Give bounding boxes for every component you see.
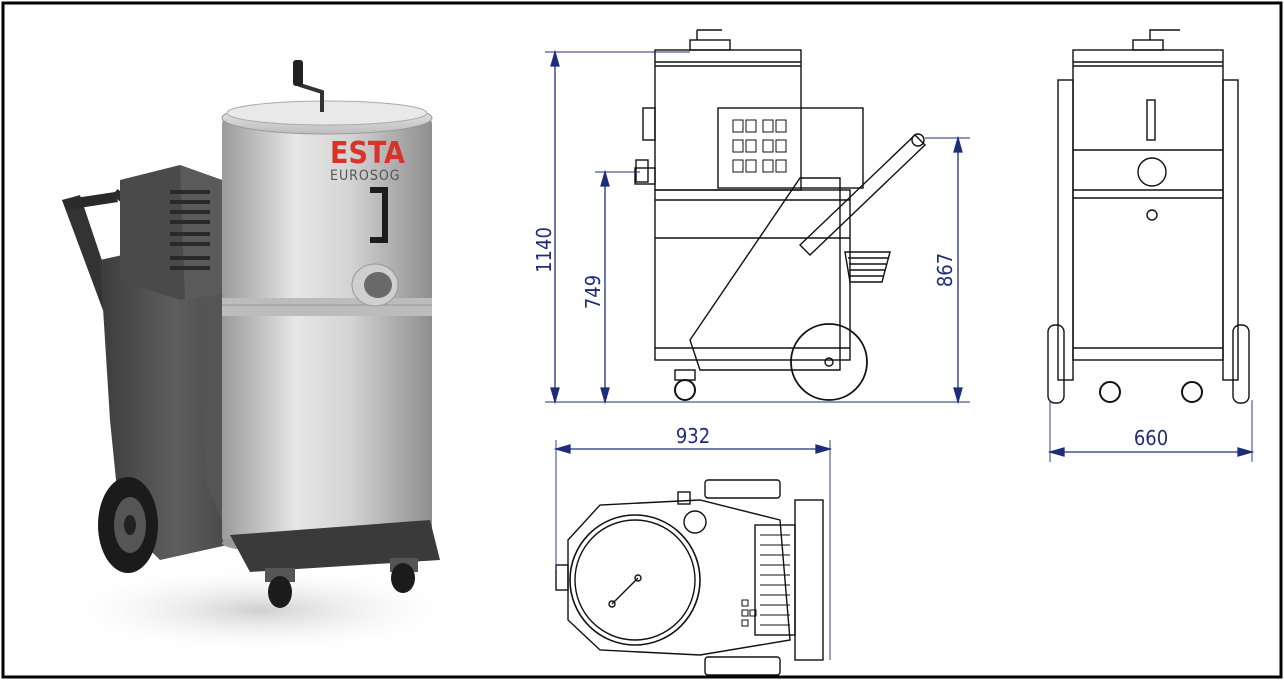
brand-logo: ESTA — [330, 136, 405, 171]
dimension-inlet-height: 749 — [581, 275, 605, 309]
side-view-drawing — [634, 29, 927, 401]
wheel-icon — [98, 477, 158, 573]
product-photo: ESTA EUROSOG — [50, 60, 470, 655]
dimension-width: 660 — [1134, 426, 1168, 450]
top-view-drawing — [555, 479, 824, 676]
caster-icon — [265, 558, 418, 608]
dimension-lines — [545, 49, 1255, 660]
dimension-handle-height: 867 — [933, 253, 957, 287]
front-view-drawing — [1047, 29, 1250, 404]
vent-grille-icon — [170, 190, 210, 270]
dimension-total-height: 1140 — [532, 227, 556, 273]
dimension-labels: 1140 749 867 932 660 — [532, 227, 1168, 450]
dimension-length: 932 — [676, 424, 710, 448]
model-logo: EUROSOG — [330, 168, 401, 184]
